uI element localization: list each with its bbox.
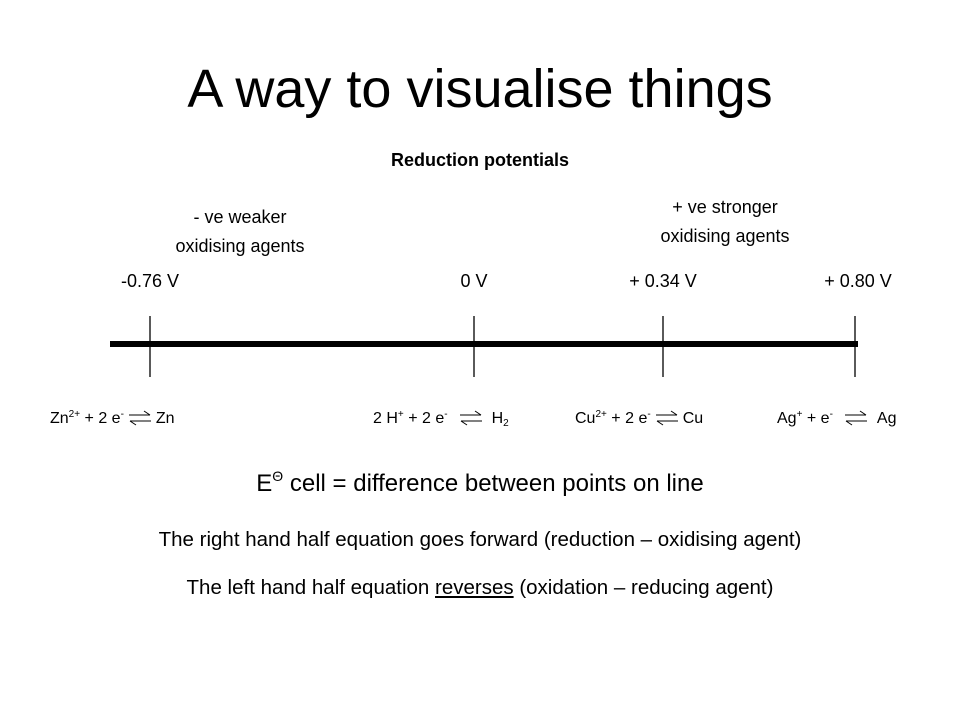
eq-zn-electrons: + 2 e [80,410,121,427]
eq-h-electrons: + 2 e [403,410,445,427]
eq-zn-charge: 2+ [68,409,81,420]
eq-h-product-subscript: 2 [503,418,509,429]
potential-label-zinc: -0.76 V [120,271,180,291]
eq-ag-charge: + [796,409,803,420]
right-half-equation-statement: The right hand half equation goes forwar… [158,528,802,551]
stronger-note-line-2: oxidising agents [660,226,790,246]
left-statement-start: The left hand half equation [186,576,436,599]
standard-state-symbol: Θ [272,468,284,484]
slide-title: A way to visualise things [187,59,773,119]
eq-h-product: H [491,410,504,427]
cell-e-symbol: E [256,470,273,497]
equilibrium-arrows-icon [844,410,867,426]
eq-h-e-charge: - [444,409,448,420]
weaker-oxidising-agents-note: - ve weaker oxidising agents [175,203,304,261]
equation-copper: Cu2+ + 2 e-Cu [575,410,703,428]
eq-zn-product: Zn [155,410,175,427]
eq-ag-ion: Ag [777,410,797,427]
potential-label-copper: + 0.34 V [629,271,697,291]
equation-hydrogen: 2 H+ + 2 e- H2 [373,409,509,429]
equilibrium-arrows-icon [128,410,151,426]
left-half-equation-statement: The left hand half equation reverses (ox… [187,576,774,600]
potential-label-silver: + 0.80 V [824,271,892,291]
eq-cu-e-charge: - [647,409,651,420]
equilibrium-arrows-icon [655,410,678,426]
cell-definition-text: cell = difference between points on line [283,470,704,497]
eq-cu-electrons: + 2 e [606,410,648,427]
eq-zn-ion: Zn [50,410,69,427]
equation-zinc: Zn2+ + 2 e-Zn [50,410,175,428]
stronger-note-line-1: + ve stronger [672,197,778,217]
eq-ag-e-charge: - [829,409,833,420]
eq-cu-charge: 2+ [595,409,607,420]
equation-silver: Ag+ + e-Ag [777,410,896,428]
reverses-underlined: reverses [435,576,514,599]
potential-label-hydrogen: 0 V [460,271,488,291]
potential-number-line [110,316,858,377]
eq-h-ion: 2 H [373,410,398,427]
eq-h-charge: + [397,409,404,420]
weaker-note-line-2: oxidising agents [175,236,305,256]
eq-ag-product: Ag [876,410,897,427]
eq-zn-e-charge: - [120,409,124,420]
eq-cu-product: Cu [682,410,704,427]
diagram-subtitle: Reduction potentials [390,150,570,170]
eq-ag-electrons: + e [802,410,830,427]
stronger-oxidising-agents-note: + ve stronger oxidising agents [660,193,789,251]
eq-cu-ion: Cu [575,410,596,427]
cell-potential-definition: EΘ cell = difference between points on l… [256,468,704,498]
weaker-note-line-1: - ve weaker [193,207,287,227]
left-statement-end: (oxidation – reducing agent) [513,576,774,599]
equilibrium-arrows-icon [459,410,482,426]
